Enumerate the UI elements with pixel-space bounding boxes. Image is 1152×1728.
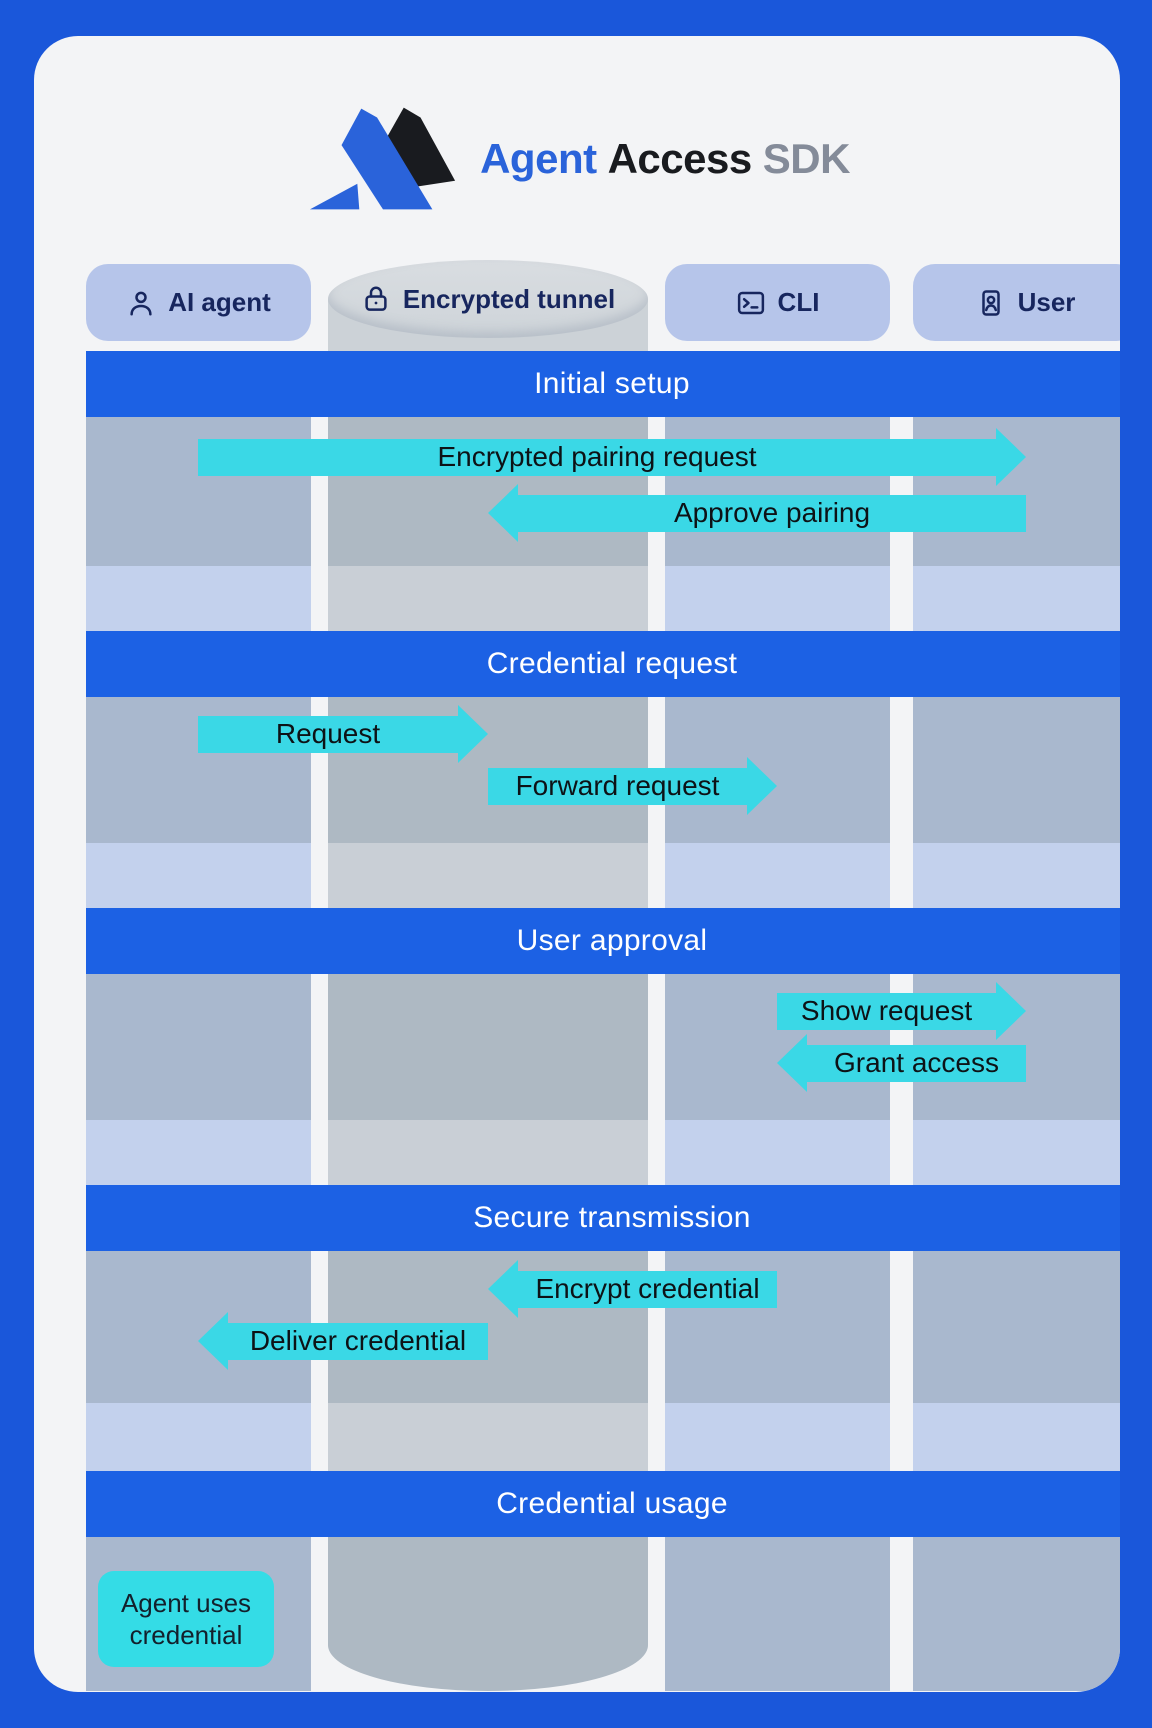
actor-header-user: User xyxy=(913,264,1120,341)
arrowhead-right-icon xyxy=(996,428,1026,486)
actor-label: User xyxy=(1017,287,1076,317)
lock-icon xyxy=(365,286,387,311)
arrow-encrypt-credential: Encrypt credential xyxy=(488,1260,777,1318)
actor-label: AI agent xyxy=(168,287,271,317)
phase-band-secure-transmission: Secure transmission xyxy=(86,1185,1120,1251)
logo-word-agent: Agent xyxy=(480,135,597,182)
terminal-icon xyxy=(737,291,764,314)
arrow-label: Approve pairing xyxy=(673,497,871,528)
note-label: Agent uses credential xyxy=(120,1587,252,1651)
arrow-show-request: Show request xyxy=(777,982,1026,1040)
phase-band-credential-usage: Credential usage xyxy=(86,1471,1120,1537)
phase-label: Credential request xyxy=(486,647,738,680)
arrow-label: Encrypted pairing request xyxy=(437,441,757,472)
phase-band-credential-request: Credential request xyxy=(86,631,1120,697)
phase-band-user-approval: User approval xyxy=(86,908,1120,974)
arrow-label: Deliver credential xyxy=(249,1325,467,1356)
arrow-request: Request xyxy=(198,705,488,763)
user-card-icon xyxy=(981,289,1000,316)
arrow-label: Request xyxy=(275,718,381,749)
phase-label: Secure transmission xyxy=(473,1201,751,1234)
actor-label: Encrypted tunnel xyxy=(402,283,616,314)
arrowhead-left-icon xyxy=(198,1312,228,1370)
logo-mark-icon xyxy=(310,107,456,210)
arrow-deliver-credential: Deliver credential xyxy=(198,1312,488,1370)
arrow-label: Grant access xyxy=(834,1047,999,1078)
arrowhead-left-icon xyxy=(488,1260,518,1318)
phase-label: Initial setup xyxy=(534,367,690,400)
actor-header-ai-agent: AI agent xyxy=(86,264,311,341)
actor-header-encrypted-tunnel: Encrypted tunnel xyxy=(328,260,648,338)
arrow-forward-request: Forward request xyxy=(488,757,777,815)
actor-label: CLI xyxy=(777,287,820,317)
arrowhead-left-icon xyxy=(777,1034,807,1092)
arrow-encrypted-pairing-request: Encrypted pairing request xyxy=(198,428,1026,486)
actor-header-cli: CLI xyxy=(665,264,890,341)
note-agent-uses-credential: Agent uses credential xyxy=(98,1571,274,1667)
arrow-approve-pairing: Approve pairing xyxy=(488,484,1026,542)
logo-word-access: Access xyxy=(607,135,753,182)
arrow-label: Forward request xyxy=(515,770,720,801)
arrowhead-right-icon xyxy=(458,705,488,763)
arrowhead-left-icon xyxy=(488,484,518,542)
arrow-label: Encrypt credential xyxy=(535,1273,760,1304)
person-icon xyxy=(130,291,152,315)
phase-label: User approval xyxy=(516,924,708,957)
logo-word-sdk: SDK xyxy=(762,135,851,182)
arrow-grant-access: Grant access xyxy=(777,1034,1026,1092)
arrow-label: Show request xyxy=(800,995,973,1026)
phase-label: Credential usage xyxy=(496,1487,728,1520)
arrowhead-right-icon xyxy=(996,982,1026,1040)
phase-band-initial-setup: Initial setup xyxy=(86,351,1120,417)
arrowhead-right-icon xyxy=(747,757,777,815)
